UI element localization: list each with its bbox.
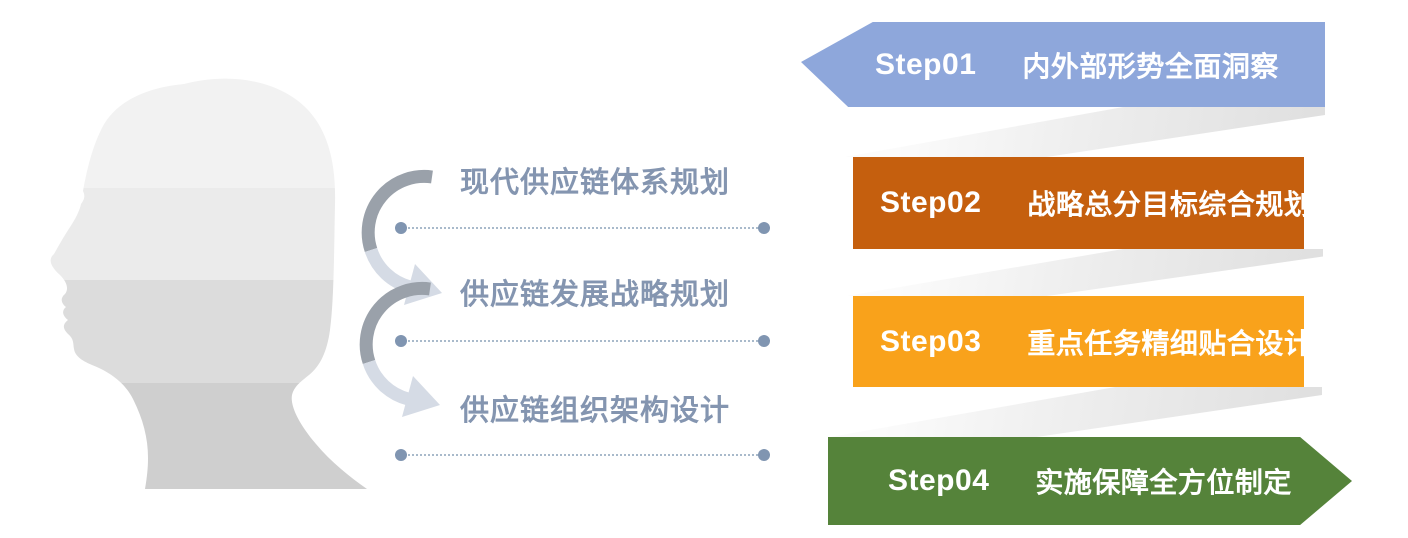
step-title: 内外部形势全面洞察 <box>1022 50 1279 82</box>
step-number: Step02 <box>880 186 982 219</box>
step-title: 重点任务精细贴合设计 <box>1027 327 1313 359</box>
step-number: Step04 <box>888 464 990 497</box>
step-number: Step03 <box>880 324 982 358</box>
step-banner-1: Step01 内外部形势全面洞察 <box>801 22 1325 107</box>
dotted-connector <box>395 222 770 234</box>
cycle-arrow-icon <box>366 288 440 417</box>
planning-item-label: 供应链组织架构设计 <box>460 395 731 427</box>
step-number: Step01 <box>875 47 977 81</box>
step-banner-4: Step04 实施保障全方位制定 <box>828 437 1352 525</box>
dotted-connector <box>395 449 770 461</box>
step-title: 战略总分目标综合规划 <box>1027 189 1313 220</box>
step-title: 实施保障全方位制定 <box>1035 467 1292 498</box>
step-banner-3: Step03 重点任务精细贴合设计 <box>853 296 1312 387</box>
step-banner-2: Step02 战略总分目标综合规划 <box>853 157 1312 249</box>
planning-item-label: 现代供应链体系规划 <box>460 167 731 199</box>
dotted-connector <box>395 335 770 347</box>
head-profile-icon <box>50 78 367 489</box>
planning-item-label: 供应链发展战略规划 <box>460 279 731 311</box>
